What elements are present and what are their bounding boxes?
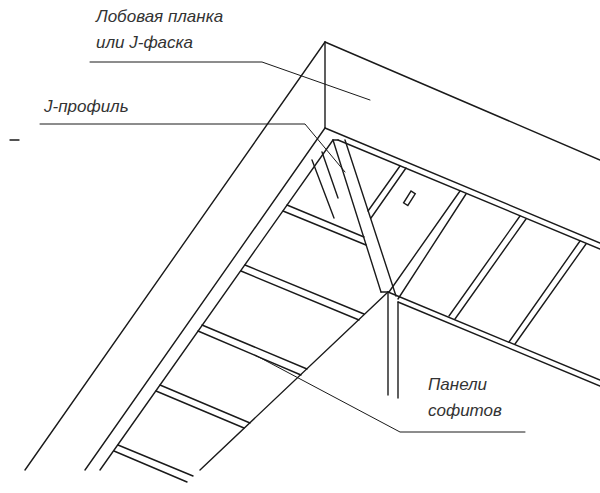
panel-seams-right: [368, 166, 586, 344]
building-wall: [200, 292, 600, 470]
j-profile-strip: [100, 140, 600, 470]
clip-detail: [404, 191, 416, 206]
part-label: Панели софитов: [428, 372, 520, 424]
leader-line: [40, 124, 345, 172]
leader-line: [90, 62, 370, 100]
panel-seams-left: [114, 205, 366, 482]
diagonal-j-profile: [312, 140, 396, 296]
dash-mark: [10, 139, 19, 140]
leader-lines: [40, 62, 525, 432]
part-label: Лобовая планка или J-фаска: [96, 4, 236, 56]
leader-line: [255, 355, 525, 432]
part-label: J-профиль: [44, 94, 164, 120]
fascia-board: [25, 42, 600, 470]
